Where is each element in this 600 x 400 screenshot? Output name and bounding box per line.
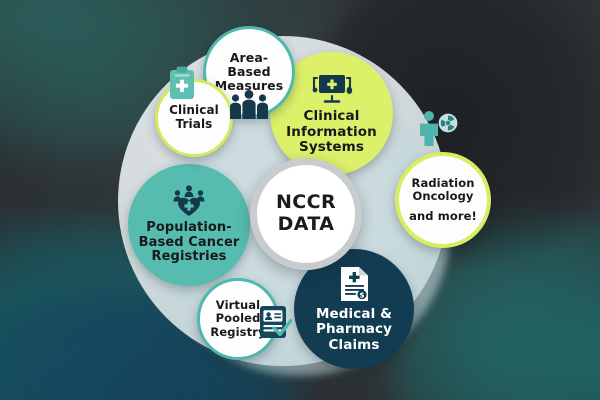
bubble-label: Measures: [214, 78, 284, 94]
radiation-patient-icon: [415, 110, 459, 148]
bubble-label: Medical &: [316, 305, 392, 322]
bubble-label: Systems: [299, 139, 364, 156]
bubble-label: Based: [227, 63, 271, 79]
center-label-line1: NCCR: [275, 191, 337, 214]
id-card-check-icon: [258, 303, 293, 341]
bubble-label: Based Cancer: [138, 234, 240, 250]
bubble-label: Population-: [146, 219, 232, 235]
bubble-population-based-cancer-registries[interactable]: Population- Based Cancer Registries: [128, 164, 250, 286]
clipboard-medical-icon: [167, 65, 197, 101]
bubble-label: Claims: [328, 336, 380, 353]
bubble-label: Virtual: [215, 298, 261, 313]
bubble-label: Information: [286, 123, 377, 140]
three-people-icon: [228, 88, 270, 122]
svg-text:$: $: [359, 291, 364, 300]
bubble-center-nccr-data[interactable]: NCCR DATA: [250, 158, 362, 270]
bubble-label: Registries: [151, 249, 227, 265]
heart-people-cross-icon: [169, 185, 209, 217]
bubble-label: Clinical: [303, 108, 360, 125]
bubble-label: Clinical: [169, 103, 219, 118]
bubble-label-extra: and more!: [409, 209, 477, 224]
bubble-label: Area-: [229, 49, 269, 65]
medical-bill-dollar-icon: $: [338, 265, 371, 303]
bubble-label: Pooled: [215, 311, 261, 326]
bubble-label: Registry: [210, 324, 266, 339]
bubble-label: Pharmacy: [315, 321, 393, 338]
center-label-line2: DATA: [277, 213, 335, 235]
bubble-label: Trials: [175, 117, 213, 131]
bubble-label: Radiation: [411, 175, 475, 190]
bubble-label: Oncology: [412, 188, 474, 203]
desktop-monitor-medical-icon: [311, 71, 353, 105]
bubble-radiation-oncology[interactable]: Radiation Oncology and more!: [395, 152, 491, 248]
